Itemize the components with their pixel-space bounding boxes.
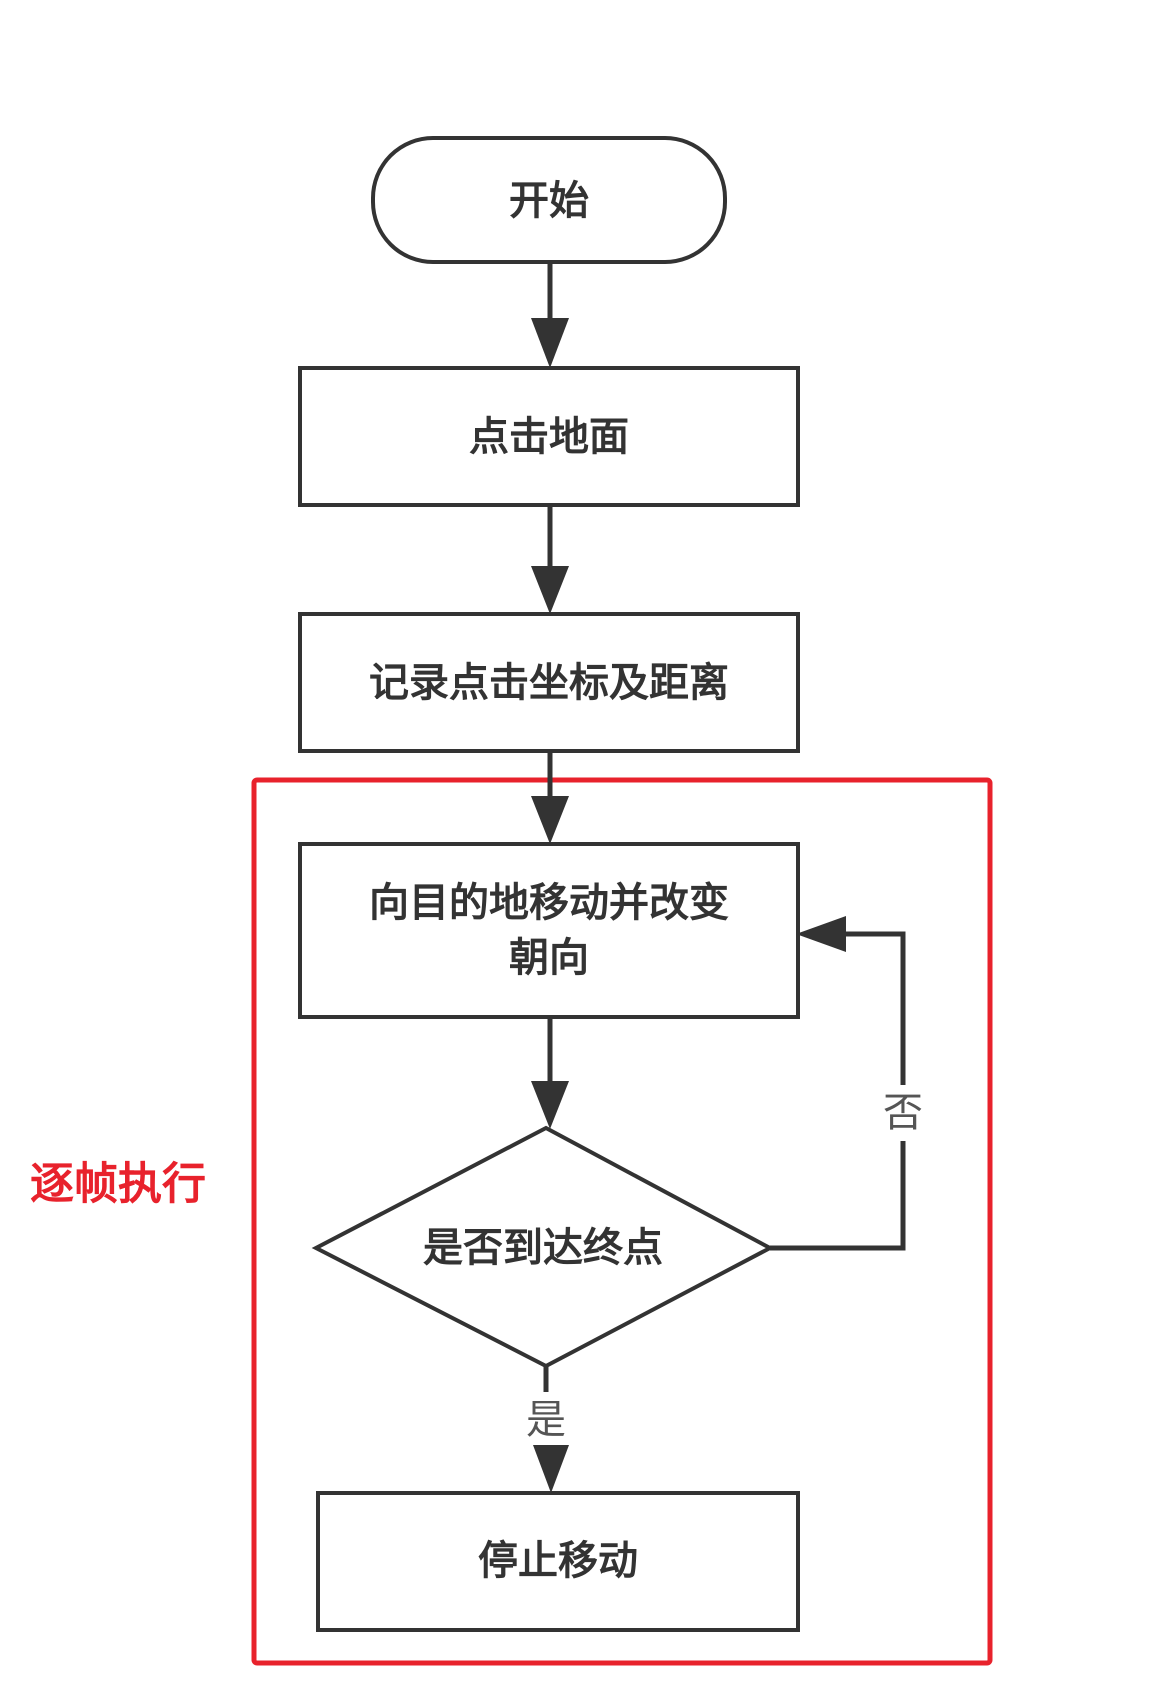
edge-label-no: 否 xyxy=(883,1090,923,1136)
start-node[interactable]: 开始 xyxy=(371,136,727,264)
stop-node-label: 停止移动 xyxy=(478,1538,638,1584)
decision-node[interactable]: 是否到达终点 xyxy=(311,1125,775,1369)
move-node-label-line2: 朝向 xyxy=(509,935,589,981)
move-node-label-line1: 向目的地移动并改变 xyxy=(369,880,729,926)
stop-node[interactable]: 停止移动 xyxy=(316,1491,800,1632)
record-node[interactable]: 记录点击坐标及距离 xyxy=(298,612,800,753)
click-ground-node[interactable]: 点击地面 xyxy=(298,366,800,507)
edge-start-to-click xyxy=(531,262,569,368)
loop-highlight-frame xyxy=(251,777,993,1666)
loop-annotation-label: 逐帧执行 xyxy=(30,1159,206,1210)
edge-decision-yes: 是 xyxy=(518,1366,574,1493)
move-node[interactable]: 向目的地移动并改变 朝向 xyxy=(298,842,800,1019)
edge-move-to-decision xyxy=(531,1017,569,1129)
click-ground-node-label: 点击地面 xyxy=(469,414,629,460)
record-node-label: 记录点击坐标及距离 xyxy=(369,660,729,706)
decision-node-label: 是否到达终点 xyxy=(423,1225,663,1271)
edge-decision-no-loop: 否 xyxy=(770,916,932,1251)
edge-record-to-move xyxy=(531,751,569,844)
start-node-label: 开始 xyxy=(509,178,589,224)
edge-click-to-record xyxy=(531,505,569,614)
edge-label-yes: 是 xyxy=(526,1397,566,1443)
